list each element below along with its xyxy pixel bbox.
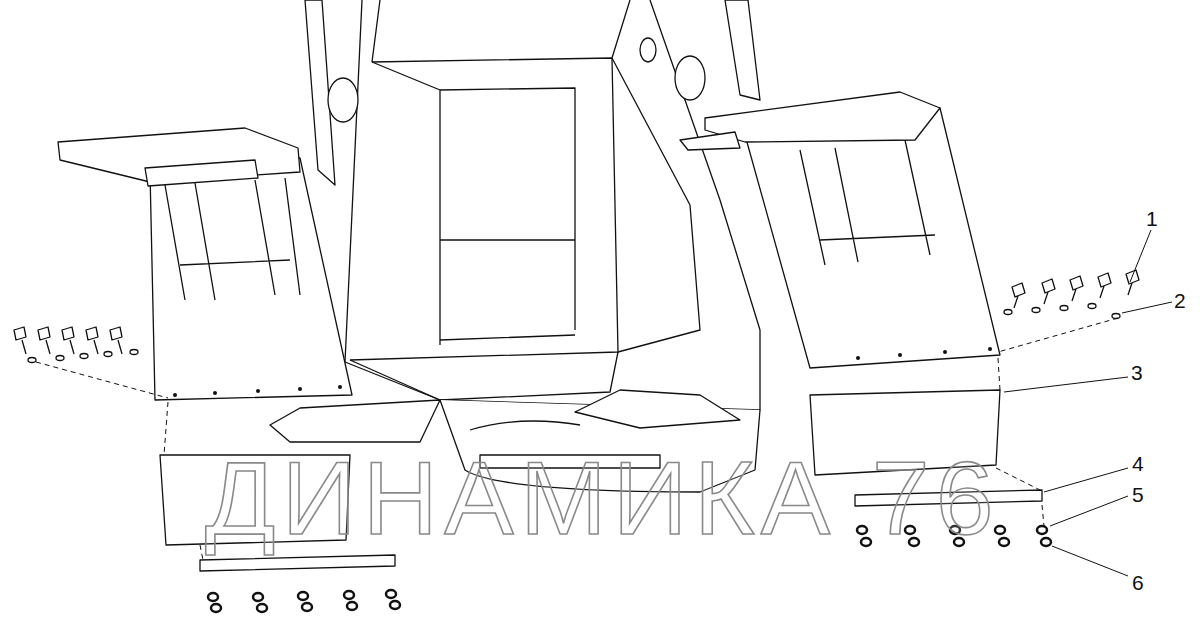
fender-top (705, 92, 940, 142)
hinge (640, 38, 656, 62)
fender (745, 108, 1000, 368)
callout-number: 3 (1131, 362, 1143, 383)
hole-row (173, 385, 342, 397)
cab-post (725, 0, 760, 100)
cab-frame (345, 0, 760, 410)
bolt (14, 327, 138, 363)
fender (150, 158, 352, 400)
step-plate (270, 400, 440, 442)
bolt (1004, 270, 1139, 319)
nut (208, 590, 400, 612)
callout-number: 1 (1146, 208, 1158, 229)
cab-frame (350, 58, 618, 360)
cab-frame (372, 62, 575, 345)
hole-row (856, 347, 992, 360)
assembly-line (36, 318, 1118, 560)
callout-number: 2 (1174, 290, 1186, 311)
callout-number: 5 (1132, 484, 1144, 505)
cab-frame (350, 352, 618, 400)
fender-bracket (165, 178, 300, 300)
hinge (675, 56, 705, 100)
callout-number: 6 (1132, 572, 1144, 593)
fender-top (680, 132, 740, 150)
cab-frame (372, 0, 700, 352)
clamp-strip (200, 555, 395, 571)
fender-bracket (800, 140, 935, 265)
callout-number: 4 (1132, 453, 1144, 474)
fender-top (145, 160, 258, 186)
step-plate (575, 390, 740, 428)
leader-line (1004, 230, 1172, 576)
hinge (328, 78, 358, 122)
watermark: ДИНАМИКА 76 (205, 446, 1000, 550)
